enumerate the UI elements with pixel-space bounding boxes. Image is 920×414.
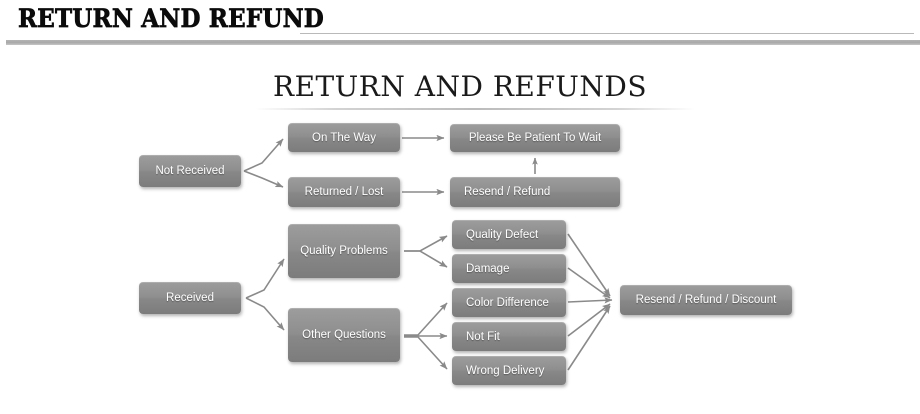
flowchart-node-label: Please Be Patient To Wait (468, 132, 602, 144)
edge-color-difference-resend-refund-discount (567, 297, 613, 304)
edge-other-questions-color-difference (404, 302, 448, 336)
flowchart-node-label: On The Way (312, 131, 376, 144)
flowchart-node-resend-refund[interactable]: Resend / Refund (450, 177, 620, 207)
flowchart-node-damage[interactable]: Damage (452, 254, 566, 283)
flowchart-node-other-questions[interactable]: Other Questions (288, 308, 400, 362)
flowchart-node-please-wait[interactable]: Please Be Patient To Wait (450, 124, 620, 152)
flowchart-node-on-the-way[interactable]: On The Way (288, 123, 400, 152)
flowchart-node-received[interactable]: Received (139, 282, 241, 314)
flowchart-node-label: Not Fit (466, 330, 500, 343)
flowchart-node-not-received[interactable]: Not Received (139, 155, 241, 187)
header-accent-bar (6, 40, 920, 45)
flowchart-node-quality-defect[interactable]: Quality Defect (452, 220, 566, 249)
flowchart-node-label: Not Received (155, 165, 225, 177)
header-title: RETURN AND REFUND (18, 4, 324, 34)
title-underline (255, 108, 695, 110)
flowchart-node-label: Quality Problems (300, 245, 388, 257)
flowchart-node-color-difference[interactable]: Color Difference (452, 288, 566, 317)
flowchart-node-quality-problems[interactable]: Quality Problems (288, 224, 400, 278)
flowchart-node-label: Other Questions (302, 329, 386, 341)
edge-not-received-on-the-way (243, 138, 284, 172)
edge-other-questions-wrong-delivery (404, 336, 448, 370)
edge-wrong-delivery-resend-refund-discount (567, 305, 611, 371)
flowchart-node-resend-refund-discount[interactable]: Resend / Refund / Discount (620, 285, 792, 315)
flowchart-node-label: Wrong Delivery (466, 364, 545, 377)
flowchart-node-returned-lost[interactable]: Returned / Lost (288, 177, 400, 207)
edge-quality-problems-damage (404, 250, 448, 268)
edge-not-received-returned-lost (243, 170, 284, 188)
flowchart-node-label: Returned / Lost (304, 186, 384, 198)
flowchart-node-label: Color Difference (466, 296, 549, 309)
flowchart-node-label: Resend / Refund / Discount (635, 294, 777, 306)
edge-received-other-questions (245, 297, 285, 331)
edge-received-quality-problems (245, 258, 285, 299)
edge-not-fit-resend-refund-discount (567, 303, 611, 337)
page-header: RETURN AND REFUND (0, 0, 920, 52)
edge-quality-problems-quality-defect (404, 235, 448, 252)
edge-damage-resend-refund-discount (567, 267, 611, 299)
flowchart-node-label: Quality Defect (466, 228, 539, 241)
flowchart-node-not-fit[interactable]: Not Fit (452, 322, 566, 351)
page-title: RETURN AND REFUNDS (272, 70, 648, 103)
flowchart-node-label: Received (166, 292, 214, 304)
flowchart-node-wrong-delivery[interactable]: Wrong Delivery (452, 356, 566, 385)
flowchart-node-label: Resend / Refund (464, 186, 551, 198)
flowchart-node-label: Damage (466, 262, 510, 275)
edge-quality-defect-resend-refund-discount (567, 233, 611, 297)
header-rule (300, 33, 914, 34)
